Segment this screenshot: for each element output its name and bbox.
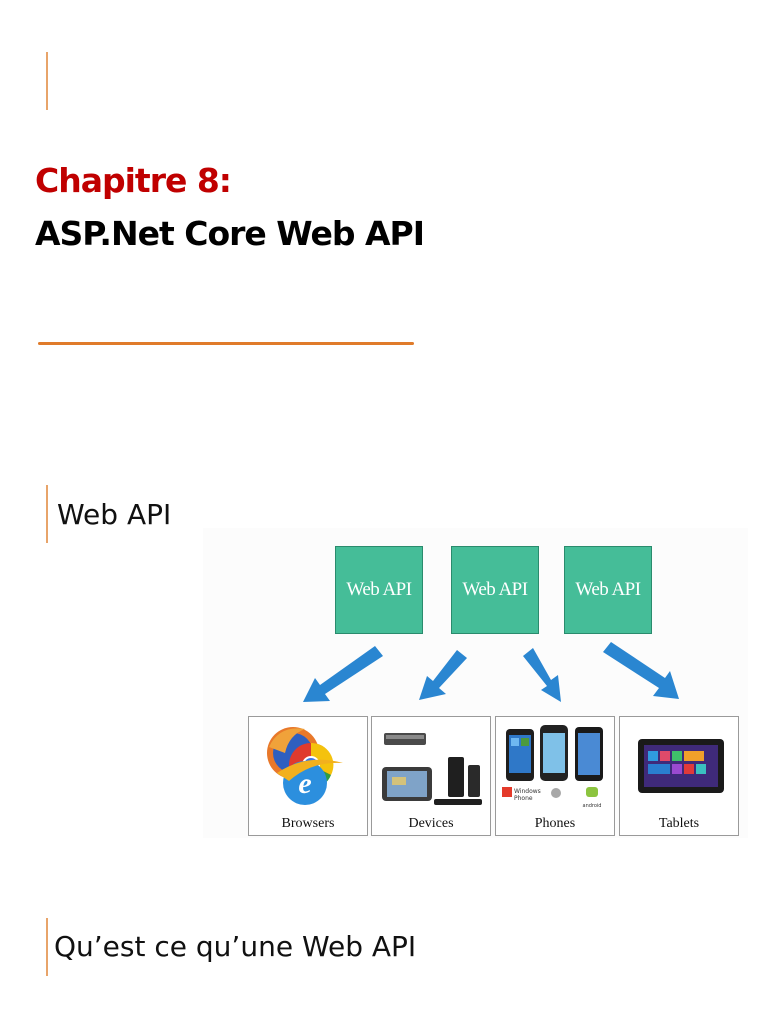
arrow-icon bbox=[523, 648, 561, 702]
chapter-label: Chapitre 8: bbox=[35, 161, 232, 200]
client-devices: Devices bbox=[371, 716, 491, 836]
client-label: Tablets bbox=[658, 816, 700, 831]
arrow-icon bbox=[603, 642, 679, 699]
windows-phone-label: Phone bbox=[514, 795, 533, 802]
client-tablets: Tablets bbox=[619, 716, 739, 836]
web-api-diagram: Web API Web API Web API e Browsers bbox=[203, 528, 748, 838]
accent-bar bbox=[46, 918, 48, 976]
client-label: Browsers bbox=[281, 816, 335, 831]
title-underline bbox=[38, 342, 414, 345]
section-heading: Qu’est ce qu’une Web API bbox=[54, 930, 417, 963]
arrows-group bbox=[303, 642, 679, 702]
web-api-box: Web API bbox=[451, 546, 539, 634]
client-label: Phones bbox=[534, 816, 576, 831]
svg-text:e: e bbox=[298, 767, 311, 800]
devices-icon bbox=[382, 733, 482, 805]
client-label: Devices bbox=[408, 816, 454, 831]
browser-logos-icon: e bbox=[267, 727, 343, 805]
client-phones: Windows Phone android Phones bbox=[495, 716, 615, 836]
phones-icon: Windows Phone android bbox=[502, 725, 603, 809]
accent-bar bbox=[46, 52, 48, 110]
tablet-icon bbox=[638, 739, 724, 793]
web-api-box: Web API bbox=[335, 546, 423, 634]
arrow-icon bbox=[303, 646, 383, 702]
section-heading: Web API bbox=[57, 498, 172, 531]
windows-phone-label: Windows bbox=[514, 788, 541, 795]
chapter-title: ASP.Net Core Web API bbox=[35, 214, 425, 253]
android-label: android bbox=[583, 803, 602, 809]
accent-bar bbox=[46, 485, 48, 543]
arrow-icon bbox=[419, 650, 467, 700]
client-browsers: e Browsers bbox=[248, 716, 368, 836]
web-api-box: Web API bbox=[564, 546, 652, 634]
